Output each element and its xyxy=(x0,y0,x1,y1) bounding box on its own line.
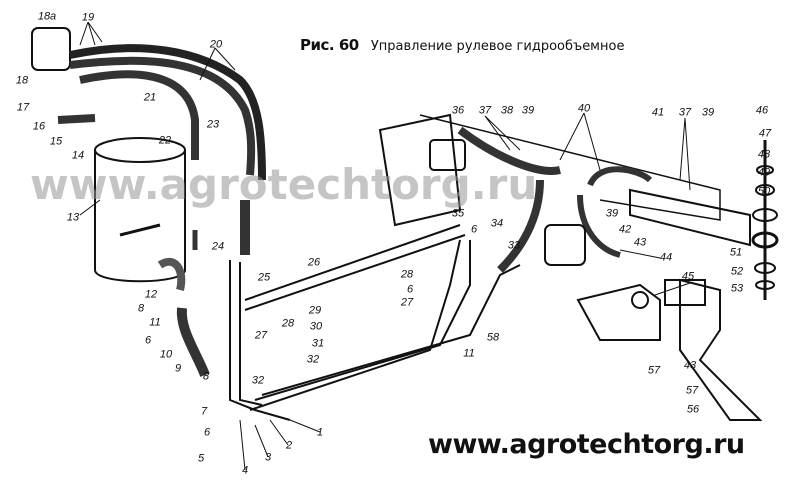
part-label: 29 xyxy=(308,304,322,317)
part-label: 34 xyxy=(490,217,504,230)
footer-url: www.agrotechtorg.ru xyxy=(428,429,745,460)
part-label: 24 xyxy=(211,240,225,253)
hydraulic-cylinder xyxy=(629,188,751,247)
part-label: 28 xyxy=(281,317,295,330)
part-label: 10 xyxy=(159,348,173,361)
part-label: 8 xyxy=(202,370,210,383)
part-label: 23 xyxy=(206,118,220,131)
part-label: 42 xyxy=(618,223,632,236)
part-label: 53 xyxy=(730,282,744,295)
part-label: 57 xyxy=(685,384,699,397)
tank-cap xyxy=(94,137,186,163)
part-label: 5 xyxy=(197,452,205,465)
part-label: 37 xyxy=(678,106,692,119)
part-label: 39 xyxy=(521,104,535,117)
part-label: 18а xyxy=(37,10,57,23)
part-label: 43 xyxy=(683,359,697,372)
part-label: 45 xyxy=(681,270,695,283)
part-label: 58 xyxy=(486,331,500,344)
part-label: 47 xyxy=(758,127,772,140)
figure-number: Рис. 60 xyxy=(300,36,359,54)
hose xyxy=(176,307,210,377)
hose xyxy=(79,70,199,160)
hose xyxy=(497,179,544,273)
part-label: 26 xyxy=(307,256,321,269)
hose xyxy=(69,44,266,181)
part-label: 49 xyxy=(757,166,771,179)
part-label: 39 xyxy=(701,106,715,119)
part-label: 48 xyxy=(757,148,771,161)
part-label: 39 xyxy=(605,207,619,220)
hose xyxy=(69,56,256,176)
part-label: 35 xyxy=(451,207,465,220)
part-label: 40 xyxy=(577,102,591,115)
part-label: 22 xyxy=(158,134,172,147)
part-label: 57 xyxy=(647,364,661,377)
part-label: 6 xyxy=(406,283,414,296)
part-label: 6 xyxy=(470,223,478,236)
part-label: 11 xyxy=(149,316,161,329)
part-label: 6 xyxy=(203,426,211,439)
part-label: 18 xyxy=(15,74,29,87)
part-label: 20 xyxy=(209,38,223,51)
figure-caption: Управление рулевое гидрообъемное xyxy=(370,39,625,54)
part-label: 16 xyxy=(32,120,46,133)
part-label: 46 xyxy=(755,104,769,117)
part-label: 30 xyxy=(309,320,323,333)
part-label: 36 xyxy=(451,104,465,117)
steering-gear xyxy=(378,113,462,227)
part-label: 27 xyxy=(254,329,268,342)
part-label: 43 xyxy=(633,236,647,249)
part-label: 28 xyxy=(400,268,414,281)
part-label: 2 xyxy=(285,439,293,452)
part-label: 27 xyxy=(400,296,414,309)
part-label: 51 xyxy=(729,246,743,259)
part-label: 32 xyxy=(306,353,320,366)
part-label: 9 xyxy=(174,362,182,375)
part-label: 56 xyxy=(686,403,700,416)
part-label: 37 xyxy=(478,104,492,117)
watermark: www.agrotechtorg.ru xyxy=(30,160,538,209)
part-label: 11 xyxy=(463,347,475,360)
part-label: 14 xyxy=(71,149,85,162)
steering-knuckle xyxy=(679,278,763,421)
part-label: 1 xyxy=(316,426,324,439)
pump-flange xyxy=(31,27,71,71)
figure-title: Рис. 60 Управление рулевое гидрообъемное xyxy=(300,36,624,54)
part-label: 17 xyxy=(16,101,30,114)
part-label: 52 xyxy=(730,265,744,278)
part-label: 13 xyxy=(66,211,80,224)
part-label: 33 xyxy=(507,239,521,252)
part-label: 44 xyxy=(659,251,673,264)
part-label: 31 xyxy=(311,337,325,350)
hose xyxy=(57,114,96,124)
hose xyxy=(457,126,561,175)
part-label: 21 xyxy=(143,91,157,104)
part-label: 32 xyxy=(251,374,265,387)
part-label: 12 xyxy=(144,288,158,301)
part-label: 7 xyxy=(200,405,208,418)
part-label: 38 xyxy=(500,104,514,117)
part-label: 6 xyxy=(144,334,152,347)
part-label: 50 xyxy=(757,185,771,198)
part-label: 4 xyxy=(241,464,249,477)
part-label: 25 xyxy=(257,271,271,284)
part-label: 19 xyxy=(81,11,95,24)
part-label: 15 xyxy=(49,135,63,148)
part-label: 41 xyxy=(651,106,665,119)
part-label: 3 xyxy=(264,451,272,464)
part-label: 8 xyxy=(137,302,145,315)
